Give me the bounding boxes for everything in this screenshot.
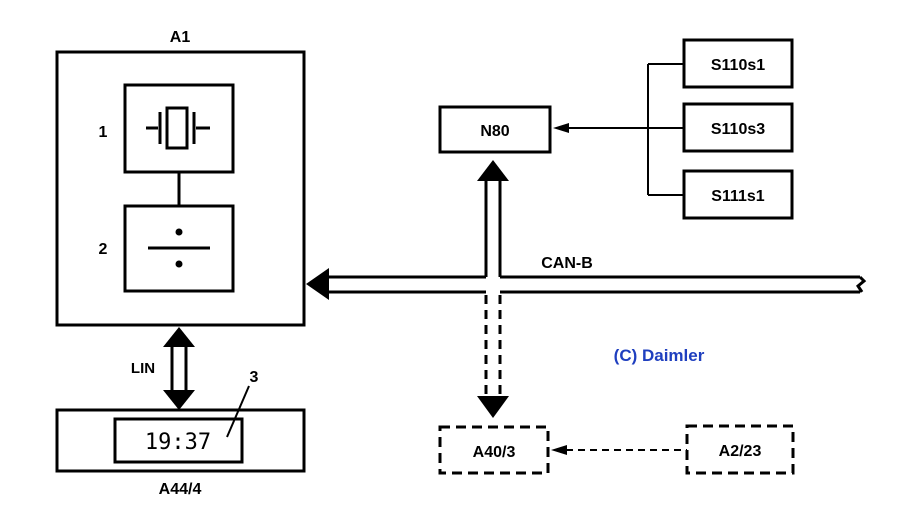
label-a44-4: A44/4 — [159, 481, 202, 498]
label-s110s1: S110s1 — [711, 57, 765, 74]
clock-readout: 19:37 — [145, 430, 211, 455]
n80-input-arrowhead — [553, 123, 569, 133]
label-item-2: 2 — [99, 241, 108, 258]
crystal-oscillator-box — [123, 83, 235, 174]
can-b-bus — [322, 275, 867, 294]
a1-control-unit-box — [55, 50, 306, 327]
a40-3-can-link — [484, 295, 502, 398]
label-item-3: 3 — [250, 369, 259, 386]
switch-bus-lines — [568, 63, 684, 196]
can-b-arrowhead — [306, 268, 329, 300]
crystal-icon — [146, 106, 210, 150]
copyright-notice: (C) Daimler — [614, 346, 705, 365]
frequency-divider-box — [123, 204, 235, 293]
leader-line-3 — [226, 385, 250, 438]
label-a40-3: A40/3 — [473, 444, 516, 461]
label-lin: LIN — [131, 360, 155, 377]
lin-arrowhead-down — [163, 390, 195, 410]
label-n80: N80 — [480, 123, 509, 140]
a40-3-box — [438, 425, 550, 475]
clock-display-window — [113, 417, 244, 464]
a40-3-input-arrowhead — [551, 445, 567, 455]
label-can-b: CAN-B — [541, 255, 593, 272]
a40-3-arrowhead-down — [477, 396, 509, 418]
label-s111s1: S111s1 — [711, 188, 765, 205]
label-a1: A1 — [170, 29, 191, 46]
n80-box — [438, 105, 552, 154]
divide-icon — [148, 228, 210, 268]
n80-arrowhead-up — [477, 160, 509, 181]
lin-bus-arrow — [170, 344, 188, 392]
label-a2-23: A2/23 — [719, 443, 762, 460]
n80-can-link — [484, 178, 502, 277]
a44-4-display-box — [55, 408, 306, 473]
a2-23-box — [685, 424, 795, 475]
label-item-1: 1 — [99, 124, 108, 141]
label-s110s3: S110s3 — [711, 121, 765, 138]
lin-arrowhead-up — [163, 327, 195, 347]
